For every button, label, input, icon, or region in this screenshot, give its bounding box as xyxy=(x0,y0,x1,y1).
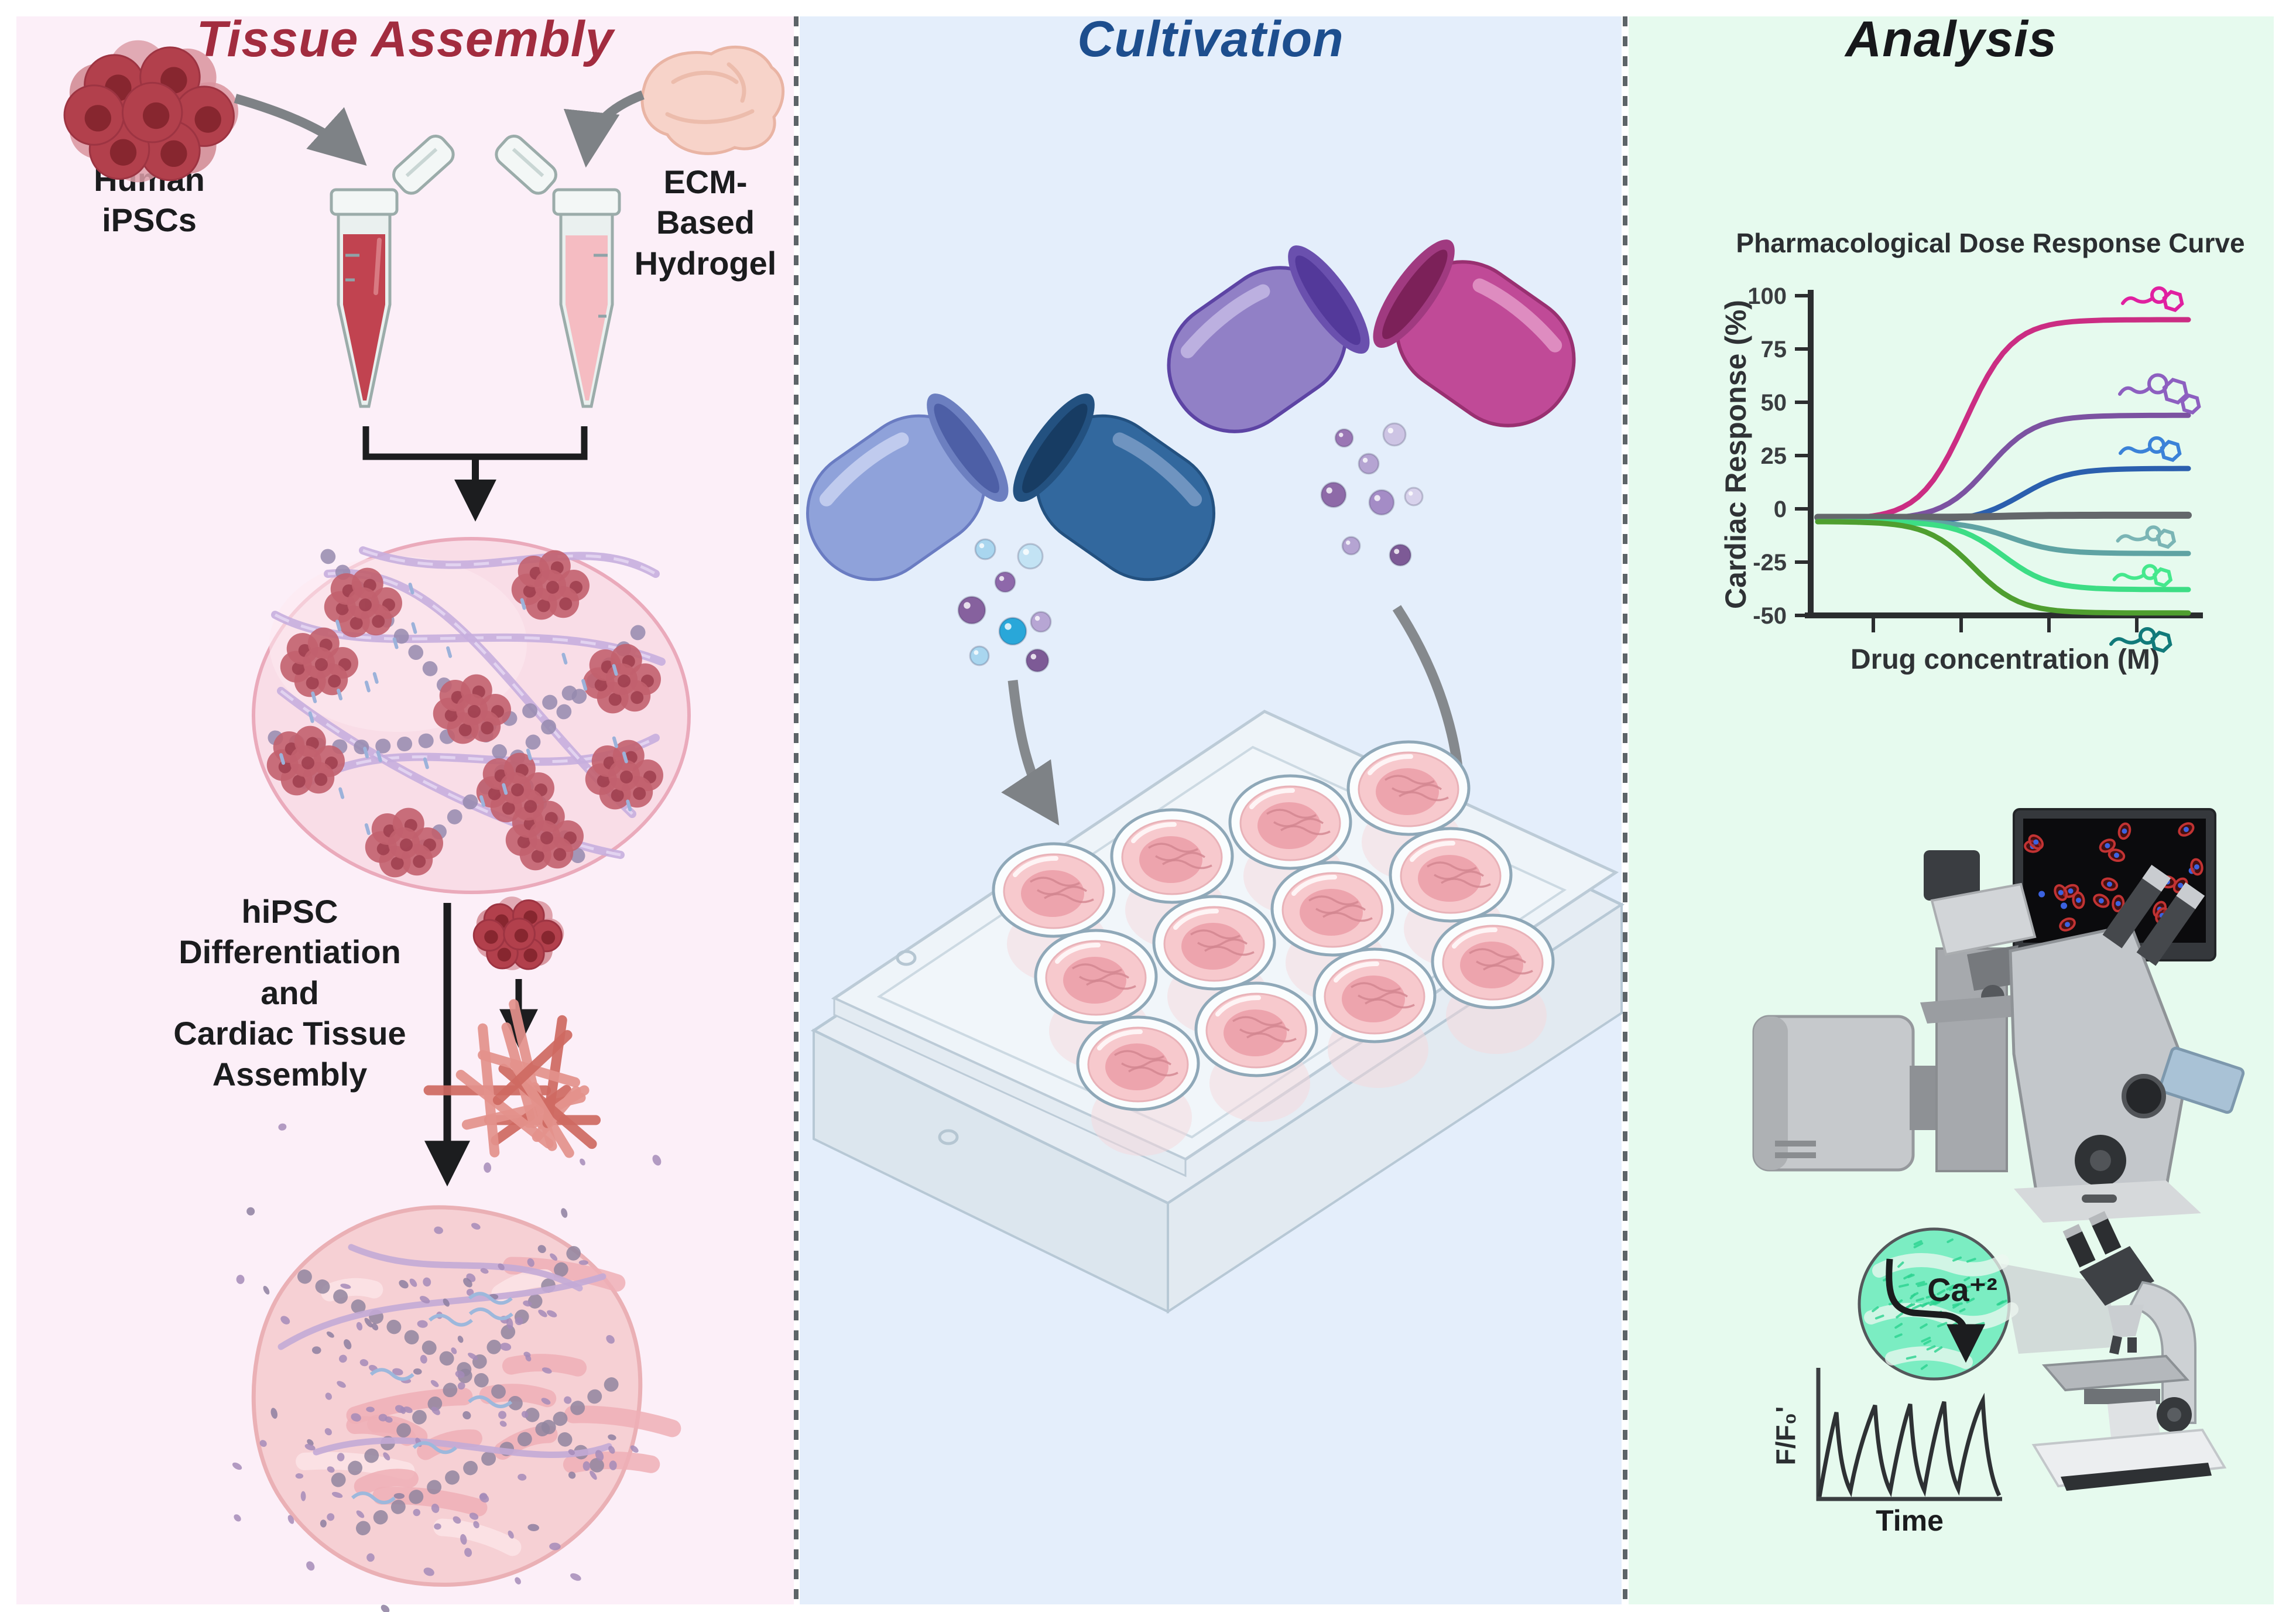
plate-well xyxy=(1194,981,1318,1122)
ytick-neg25: -25 xyxy=(1753,550,1787,576)
calcium-image-inset: Ca⁺² xyxy=(1858,1227,2019,1381)
capsule-half-magenta xyxy=(1373,239,1576,427)
tube-hydrogel xyxy=(495,134,621,408)
drug-particle xyxy=(1025,648,1050,673)
hydrogel-cell-spheroid xyxy=(252,537,691,894)
calcium-flow-arrow-icon xyxy=(1886,1258,1985,1363)
title-analysis: Analysis xyxy=(1845,11,2057,67)
ytick-neg50: -50 xyxy=(1753,603,1787,629)
drug-particle xyxy=(1017,543,1044,570)
drug-particle xyxy=(1030,611,1052,633)
drug-particle xyxy=(1382,422,1407,447)
label-differentiation: hiPSC Differentiation and Cardiac Tissue… xyxy=(173,893,406,1093)
drug-particle xyxy=(1334,428,1354,448)
ytick-25: 25 xyxy=(1761,443,1787,469)
curved-arrow-ecm-to-tube-icon xyxy=(563,90,645,168)
drug-particle xyxy=(1320,481,1347,508)
plate-well xyxy=(1076,1015,1200,1156)
cardiac-tissue-spheroid xyxy=(232,1123,681,1612)
ecm-hydrogel-blob xyxy=(640,45,785,155)
calcium-trace-chart: F/F₀' Time xyxy=(1770,1368,2002,1537)
molecule-icon-blue xyxy=(2119,436,2182,462)
panel-divider-left xyxy=(794,16,799,1604)
drug-particle xyxy=(994,571,1016,593)
calcium-trace-line xyxy=(1817,1392,2002,1498)
molecule-icon-darkteal xyxy=(2109,627,2172,653)
dose-response-chart-title: Pharmacological Dose Response Curve xyxy=(1736,228,2245,258)
chart-ytick-labels: 100 75 50 25 0 -25 -50 xyxy=(1747,283,1787,629)
calcium-label: Ca⁺² xyxy=(1927,1271,1997,1308)
drug-particle xyxy=(1404,487,1424,506)
ytick-75: 75 xyxy=(1761,337,1787,362)
molecule-structure-icons xyxy=(2109,286,2201,653)
molecule-icon-purple xyxy=(2118,373,2189,405)
drug-particle xyxy=(1389,543,1412,567)
capsule-half-lightblue xyxy=(806,393,1009,581)
plate-well xyxy=(1313,947,1437,1088)
plate-well xyxy=(1431,913,1555,1054)
twelve-well-plate xyxy=(810,710,1625,1314)
dose-response-curves xyxy=(1814,317,2192,616)
drug-particle xyxy=(1358,453,1380,475)
molecule-icon-magenta xyxy=(2121,286,2184,312)
drug-particle xyxy=(998,617,1027,646)
ytick-100: 100 xyxy=(1747,283,1787,309)
curve-drug-1-strong-agonist xyxy=(1815,317,2191,522)
curve-control xyxy=(1814,511,2192,521)
ytick-50: 50 xyxy=(1761,390,1787,416)
plate-well xyxy=(1346,740,1471,881)
title-cultivation: Cultivation xyxy=(1077,11,1344,67)
label-ecm-hydrogel: ECM- Based Hydrogel xyxy=(634,163,777,282)
drug-particles xyxy=(957,422,1424,673)
plate-well xyxy=(1228,774,1352,915)
small-ipsc-colony-illustration xyxy=(472,896,564,970)
title-tissue-assembly: Tissue Assembly xyxy=(196,11,614,67)
drug-particle xyxy=(969,645,990,666)
drug-particle xyxy=(957,595,986,625)
inverted-microscope xyxy=(1752,850,2245,1223)
panel-divider-right xyxy=(1623,16,1627,1604)
curve-drug-6-strong-inhibitor xyxy=(1815,519,2191,616)
curved-arrow-ipsc-to-tube-icon xyxy=(234,94,367,166)
molecule-icon-teal xyxy=(2116,525,2177,549)
chart-xlabel: Drug concentration (M) xyxy=(1850,644,2160,675)
dose-response-chart: Cardiac Response (%) 100 75 xyxy=(1719,283,2203,675)
cardiomyocyte-fibers-illustration xyxy=(423,999,601,1158)
drug-particle xyxy=(1341,536,1361,556)
merge-bracket xyxy=(362,426,588,460)
ytick-0: 0 xyxy=(1774,497,1787,522)
curved-arrow-drug1-to-plate-icon xyxy=(1001,680,1060,826)
chart-ylabel: Cardiac Response (%) xyxy=(1719,300,1752,609)
drug-particle xyxy=(974,538,996,560)
trace-ylabel: F/F₀' xyxy=(1770,1406,1801,1466)
molecule-icon-green xyxy=(2112,564,2173,588)
trace-xlabel: Time xyxy=(1876,1504,1944,1537)
human-ipsc-colony-illustration xyxy=(63,40,239,183)
tube-cells xyxy=(330,134,455,408)
drug-particle xyxy=(1368,489,1395,516)
capsule-half-darkblue xyxy=(1013,393,1215,581)
upright-microscope xyxy=(2031,1211,2227,1491)
capsule-half-purple xyxy=(1167,245,1370,433)
